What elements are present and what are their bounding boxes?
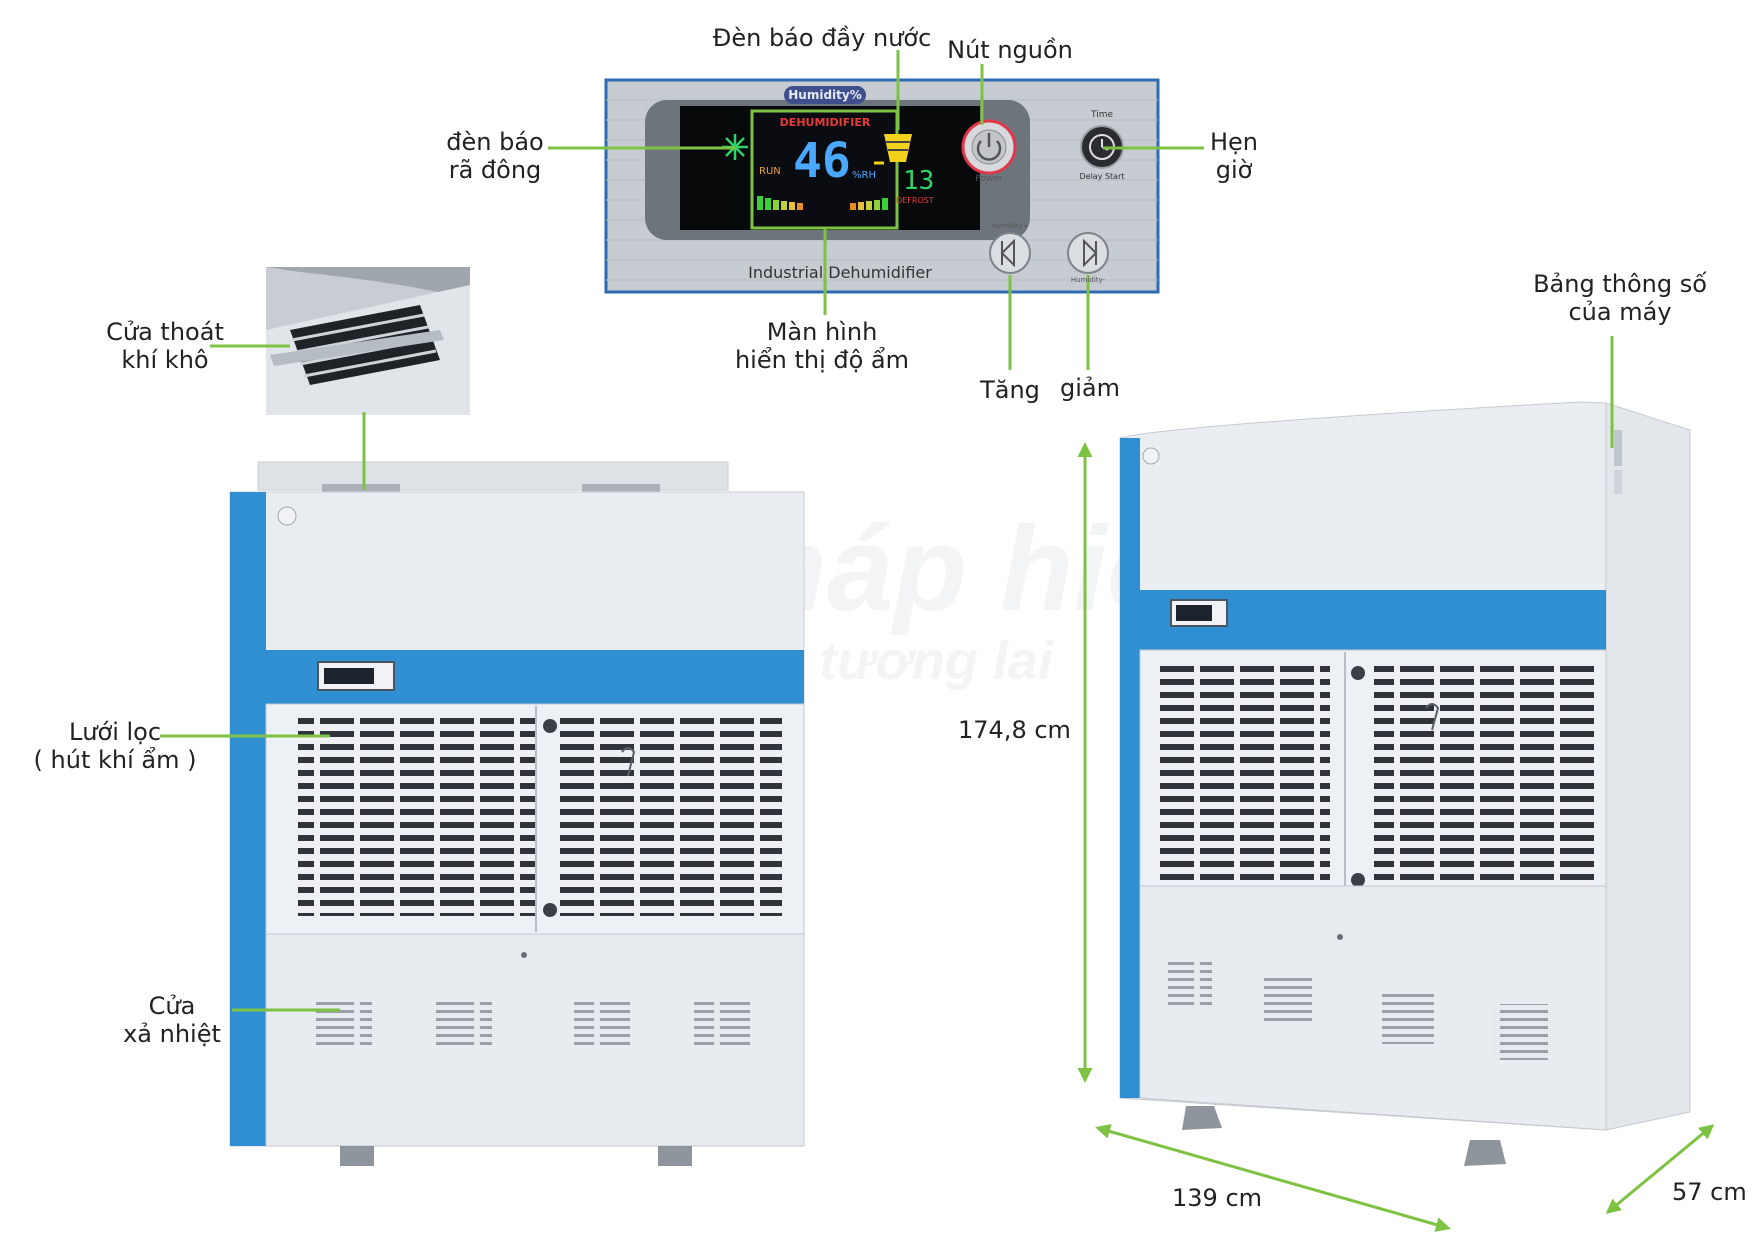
dimension-arrows [1077,442,1715,1232]
label-decrease: giảm [1060,374,1120,402]
label-filter-1: Lưới lọc [68,718,162,746]
panel-defrost-text: DEFROST [896,196,934,205]
label-timer-2: giờ [1215,156,1253,184]
label-display-1: Màn hình [766,318,878,346]
panel-up-caption: Humidity+ [991,222,1029,230]
dimension-width: 139 cm [1172,1184,1263,1212]
label-dry-air-outlet-1: Cửa thoát [106,318,224,346]
humidity-bargraph [757,196,888,210]
panel-power-caption: Power [975,174,1003,184]
dimension-depth: 57 cm [1672,1178,1747,1206]
label-dry-air-outlet-2: khí khô [121,346,209,374]
label-defrost-light-1: đèn báo [446,128,544,156]
panel-unit-text: %RH [852,170,876,181]
humidity-badge [784,86,866,104]
label-full-water-light: Đèn báo đầy nước [712,24,932,52]
label-display-2: hiển thị độ ẩm [734,346,910,374]
water-tank-icon [884,134,912,162]
label-power-button: Nút nguồn [947,36,1073,64]
panel-mode-text: DEHUMIDIFIER [779,116,871,129]
label-heat-outlet-2: xả nhiệt [123,1020,221,1048]
label-spec-plate-2: của máy [1568,298,1672,326]
label-heat-outlet-1: Cửa [148,992,196,1020]
control-panel [604,78,1160,294]
increase-button-illustration [989,232,1031,274]
label-filter-2: ( hút khí ẩm ) [33,746,197,774]
label-defrost-light-2: rã đông [448,156,542,184]
panel-bottom-text: Industrial Dehumidifier [748,263,932,282]
top-vent-photo [266,267,470,415]
panel-humidity-badge-text: Humidity% [788,88,862,102]
callout-lines [160,50,1614,1012]
dehumidifier-angled-view [1119,401,1691,1166]
panel-humidity-readout: 46 [793,133,851,189]
power-button-illustration [961,119,1017,175]
panel-setting-readout: 13 [903,166,935,196]
decrease-button-illustration [1067,232,1109,274]
panel-time-caption: Time [1090,110,1114,120]
panel-down-caption: Humidity- [1070,276,1106,284]
panel-run-text: RUN [759,166,781,177]
panel-delay-caption: Delay Start [1079,172,1125,181]
dimension-height: 174,8 cm [958,716,1071,744]
dehumidifier-front-view [229,461,805,1166]
label-timer-1: Hẹn [1209,128,1259,156]
label-increase: Tăng [980,376,1040,404]
label-spec-plate-1: Bảng thông số [1533,270,1707,298]
